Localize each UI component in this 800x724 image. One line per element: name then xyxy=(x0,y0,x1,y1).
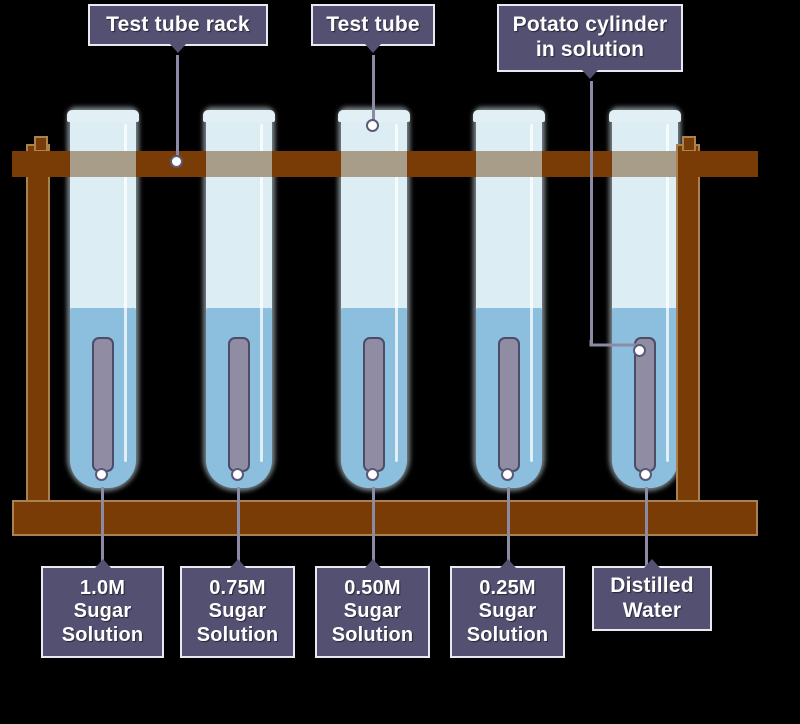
solution-label-4-anchor-dot xyxy=(501,468,514,481)
callout-pointer xyxy=(644,559,660,568)
label-line: Solution xyxy=(466,623,549,646)
label-line: Solution xyxy=(331,623,414,646)
label-line: 0.25M xyxy=(479,576,536,599)
solution-label-3-leader-line xyxy=(372,487,375,566)
potato-cylinder-5 xyxy=(634,337,656,472)
test-tube-rack-label[interactable]: Test tube rack xyxy=(88,4,268,53)
rack-bottom-rail xyxy=(12,500,758,536)
callout-pointer xyxy=(499,559,516,568)
callout-pointer xyxy=(364,559,381,568)
solution-label-5-anchor-dot xyxy=(639,468,652,481)
label-line: Solution xyxy=(61,623,144,646)
test-tube-rack-label-anchor-dot xyxy=(170,155,183,168)
label-line: Solution xyxy=(196,623,279,646)
tube-rim xyxy=(473,110,545,122)
solution-label-1-anchor-dot xyxy=(95,468,108,481)
potato-cylinder-1 xyxy=(92,337,114,472)
solution-label-2-anchor-dot xyxy=(231,468,244,481)
tube-rim xyxy=(203,110,275,122)
tube-rim xyxy=(609,110,681,122)
callout-pointer xyxy=(582,70,598,79)
rack-right-post-cap xyxy=(682,136,696,152)
rack-top-bar-segment xyxy=(542,151,612,177)
label-line: Sugar xyxy=(478,600,537,623)
label-line: Test tube rack xyxy=(106,12,250,36)
label-line: Sugar xyxy=(73,600,132,623)
test-tube-label[interactable]: Test tube xyxy=(311,4,435,53)
tube-glass-highlight xyxy=(530,124,533,462)
tube-rim xyxy=(67,110,139,122)
test-tube-label-leader-line xyxy=(372,55,375,125)
test-tube-rack-label-leader-line xyxy=(176,55,179,162)
label-line: in solution xyxy=(535,38,645,61)
tube-glass-highlight xyxy=(395,124,398,462)
potato-cylinder-4 xyxy=(498,337,520,472)
label-line: Sugar xyxy=(343,600,402,623)
label-line: Sugar xyxy=(208,600,267,623)
rack-top-bar-tan-band xyxy=(12,151,758,177)
tube-glass-highlight xyxy=(260,124,263,462)
rack-left-post-cap xyxy=(34,136,48,152)
test-tube-label-anchor-dot xyxy=(366,119,379,132)
label-line: 0.75M xyxy=(209,576,266,599)
solution-label-2-leader-line xyxy=(237,487,240,566)
solution-label-5-leader-line xyxy=(645,487,648,566)
potato-cylinder-in-solution-label-anchor-dot xyxy=(633,344,646,357)
label-line: Water xyxy=(622,598,682,622)
rack-top-bar-segment xyxy=(407,151,476,177)
rack-right-post xyxy=(676,144,700,514)
callout-pointer xyxy=(365,44,381,53)
callout-pointer xyxy=(229,559,246,568)
rack-left-post xyxy=(26,144,50,514)
label-line: Test tube xyxy=(326,12,420,36)
label-line: 0.50M xyxy=(344,576,401,599)
tube-glass-highlight xyxy=(124,124,127,462)
callout-pointer xyxy=(94,559,111,568)
potato-cylinder-3 xyxy=(363,337,385,472)
label-line: 1.0M xyxy=(79,576,126,599)
solution-label-4-leader-line xyxy=(507,487,510,566)
rack-top-bar-segment xyxy=(12,151,70,177)
potato-cylinder-2 xyxy=(228,337,250,472)
tube-glass-highlight xyxy=(666,124,669,462)
callout-pointer xyxy=(170,44,186,53)
rack-top-bar-segment xyxy=(272,151,341,177)
solution-label-3-anchor-dot xyxy=(366,468,379,481)
solution-label-1-leader-line xyxy=(101,487,104,566)
potato-cylinder-in-solution-label-leader-line xyxy=(590,81,593,345)
rack-top-bar-segment xyxy=(678,151,758,177)
label-line: Potato cylinder xyxy=(512,13,668,37)
label-line: Distilled xyxy=(610,573,694,597)
